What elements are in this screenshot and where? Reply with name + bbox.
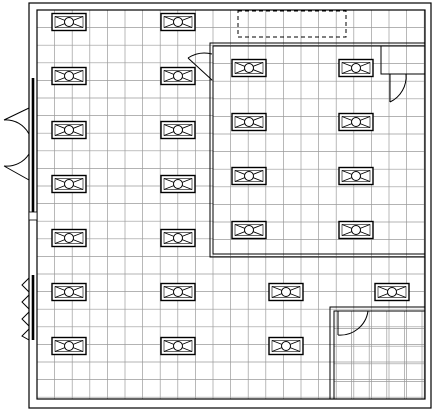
light-fixture-icon bbox=[51, 120, 87, 140]
light-fixture-icon bbox=[160, 336, 196, 356]
light-fixture-icon bbox=[338, 58, 374, 78]
left-wall-windows bbox=[28, 78, 38, 340]
doors bbox=[3, 52, 407, 341]
light-fixture-icon bbox=[338, 166, 374, 186]
light-fixture-icon bbox=[160, 120, 196, 140]
light-fixture-icon bbox=[231, 58, 267, 78]
light-fixture-icon bbox=[231, 220, 267, 240]
light-fixture-icon bbox=[51, 66, 87, 86]
ceiling-grid-corner-room bbox=[333, 310, 425, 400]
light-fixture-icon bbox=[160, 282, 196, 302]
light-fixture-icon bbox=[374, 282, 410, 302]
light-fixture-icon bbox=[51, 228, 87, 248]
light-fixture-icon bbox=[160, 228, 196, 248]
light-fixture-icon bbox=[51, 12, 87, 32]
light-fixture-icon bbox=[231, 112, 267, 132]
light-fixture-icon bbox=[160, 66, 196, 86]
light-fixture-icon bbox=[338, 220, 374, 240]
light-fixture-icon bbox=[51, 282, 87, 302]
inner-room-walls bbox=[209, 42, 426, 400]
light-fixtures bbox=[51, 12, 410, 356]
dashed-area bbox=[237, 10, 347, 38]
light-fixture-icon bbox=[231, 166, 267, 186]
light-fixture-icon bbox=[268, 336, 304, 356]
light-fixture-icon bbox=[338, 112, 374, 132]
light-fixture-icon bbox=[51, 174, 87, 194]
light-fixture-icon bbox=[160, 12, 196, 32]
light-fixture-icon bbox=[160, 174, 196, 194]
light-fixture-icon bbox=[268, 282, 304, 302]
light-fixture-icon bbox=[51, 336, 87, 356]
